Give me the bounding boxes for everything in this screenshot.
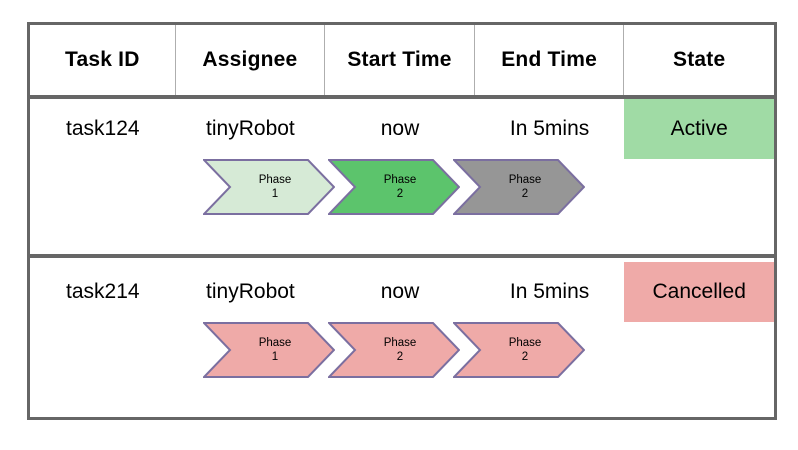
cell-task-id: task214 [66,280,140,303]
status-badge: Active [624,99,774,159]
phase-chevron-strip: Phase 1 Phase 2 [203,159,774,239]
phase-label-line1: Phase [383,173,417,186]
column-header-start-time[interactable]: Start Time [325,25,475,95]
chevron-shape-icon [203,322,335,378]
chevron-polygon [453,159,585,215]
task-table: Task ID Assignee Start Time End Time Sta… [27,22,777,420]
phase-label-line1: Phase [508,336,542,349]
phase-chevron[interactable]: Phase 1 [203,159,335,215]
cell-end-time: In 5mins [509,117,590,140]
phase-chevron[interactable]: Phase 2 [328,159,460,215]
chevron-polygon [328,159,460,215]
chevron-shape-icon [328,322,460,378]
phase-chevron[interactable]: Phase 2 [328,322,460,378]
phase-label-line1: Phase [508,173,542,186]
table-row-values: task124 tinyRobot now In 5mins Active [30,99,774,159]
phase-label-line1: Phase [258,336,292,349]
phase-chevron-label: Phase 1 [203,159,335,215]
column-header-end-time[interactable]: End Time [475,25,625,95]
cell-start-time: now [380,280,420,303]
phase-label-line1: Phase [383,336,417,349]
chevron-shape-icon [453,322,585,378]
phase-label-line2: 1 [271,188,279,200]
chevron-shape-icon [328,159,460,215]
phase-chevron-label: Phase 2 [453,159,585,215]
phase-chevron[interactable]: Phase 1 [203,322,335,378]
phase-label-line2: 1 [271,351,279,363]
cell-start-time: now [380,117,420,140]
chevron-shape-icon [453,159,585,215]
chevron-polygon [203,322,335,378]
column-header-assignee[interactable]: Assignee [176,25,326,95]
phase-chevron[interactable]: Phase 2 [453,159,585,215]
phase-label-line2: 2 [521,351,529,363]
phase-chevron-label: Phase 2 [328,159,460,215]
chevron-polygon [453,322,585,378]
phase-chevron[interactable]: Phase 2 [453,322,585,378]
table-row[interactable]: task214 tinyRobot now In 5mins Cancelled… [30,262,774,417]
phase-label-line1: Phase [258,173,292,186]
cell-assignee: tinyRobot [206,280,295,303]
phase-label-line2: 2 [521,188,529,200]
cell-assignee: tinyRobot [206,117,295,140]
phase-label-line2: 2 [396,188,404,200]
phase-chevron-strip: Phase 1 Phase 2 [203,322,774,402]
cell-end-time: In 5mins [509,280,590,303]
table-row[interactable]: task124 tinyRobot now In 5mins Active Ph… [30,99,774,258]
table-row-values: task214 tinyRobot now In 5mins Cancelled [30,262,774,322]
status-badge: Cancelled [624,262,774,322]
table-header-row: Task ID Assignee Start Time End Time Sta… [30,25,774,99]
phase-label-line2: 2 [396,351,404,363]
cell-task-id: task124 [66,117,140,140]
phase-chevron-label: Phase 2 [453,322,585,378]
phase-chevron-label: Phase 1 [203,322,335,378]
column-header-task-id[interactable]: Task ID [30,25,176,95]
column-header-state[interactable]: State [673,48,726,71]
chevron-polygon [203,159,335,215]
chevron-shape-icon [203,159,335,215]
phase-chevron-label: Phase 2 [328,322,460,378]
chevron-polygon [328,322,460,378]
